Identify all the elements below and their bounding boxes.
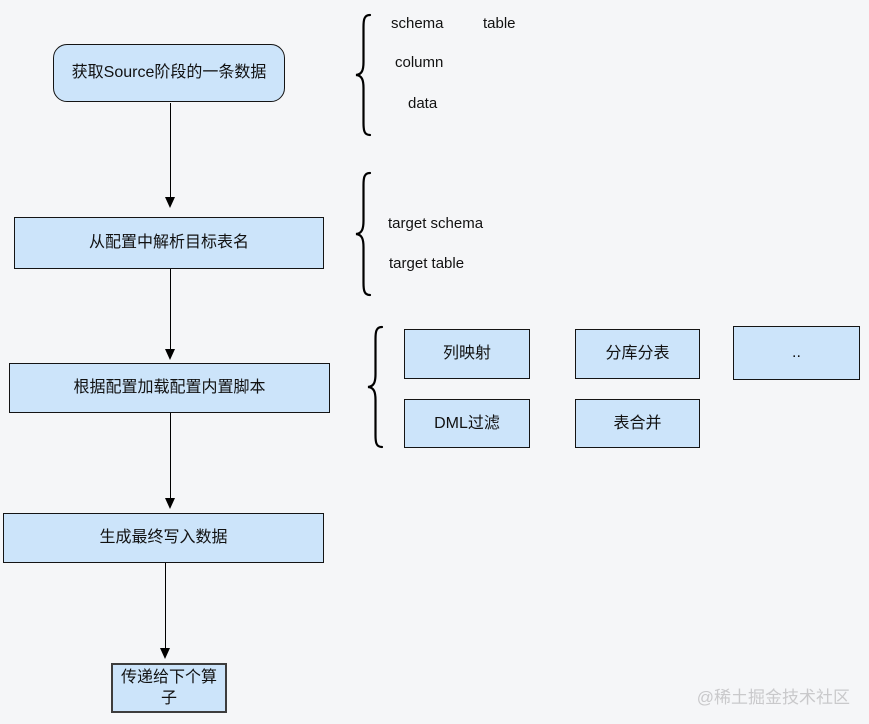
flow-node-pass-next: 传递给下个算子	[111, 663, 227, 713]
script-box-dml-filter-label: DML过滤	[434, 414, 500, 432]
arrow-head-icon	[160, 648, 170, 659]
arrow-line	[169, 103, 171, 197]
label-target-table: target table	[389, 255, 465, 272]
arrow-down-3	[164, 413, 176, 509]
label-target-schema: target schema	[388, 215, 484, 232]
label-table: table	[483, 15, 516, 32]
script-box-sharding-label: 分库分表	[605, 345, 670, 362]
arrow-line	[169, 269, 171, 349]
script-box-table-merge: 表合并	[575, 399, 700, 448]
arrow-down-2	[164, 269, 176, 360]
flow-node-parse-target: 从配置中解析目标表名	[14, 217, 324, 269]
watermark: @稀土掘金技术社区	[696, 688, 850, 707]
flow-node-parse-target-label: 从配置中解析目标表名	[88, 234, 249, 251]
flow-node-load-scripts-label: 根据配置加载配置内置脚本	[73, 379, 266, 396]
flow-node-load-scripts: 根据配置加载配置内置脚本	[9, 363, 330, 413]
flow-node-pass-next-label: 传递给下个算子	[120, 669, 217, 707]
script-box-column-mapping-label: 列映射	[442, 345, 491, 362]
flow-node-source-fetch: 获取Source阶段的一条数据	[53, 44, 285, 102]
arrow-down-4	[159, 563, 171, 659]
script-box-column-mapping: 列映射	[404, 329, 530, 379]
curly-brace-source-fields-icon	[354, 12, 374, 138]
arrow-head-icon	[165, 498, 175, 509]
script-box-dml-filter: DML过滤	[404, 399, 530, 448]
script-box-sharding: 分库分表	[575, 329, 700, 379]
flow-node-generate-data: 生成最终写入数据	[3, 513, 324, 563]
script-box-more-label: ..	[792, 344, 801, 361]
label-schema: schema	[391, 15, 444, 32]
script-box-table-merge-label: 表合并	[613, 414, 662, 432]
arrow-down-1	[164, 103, 176, 208]
flow-node-generate-data-label: 生成最终写入数据	[99, 529, 228, 546]
script-box-more: ..	[733, 326, 860, 380]
curly-brace-target-fields-icon	[354, 170, 374, 298]
label-column: column	[395, 54, 444, 71]
arrow-head-icon	[165, 197, 175, 208]
arrow-head-icon	[165, 349, 175, 360]
flow-node-source-fetch-label: 获取Source阶段的一条数据	[71, 64, 267, 81]
arrow-line	[169, 413, 171, 498]
arrow-line	[164, 563, 166, 648]
curly-brace-scripts-icon	[366, 324, 386, 450]
label-data: data	[408, 95, 438, 112]
